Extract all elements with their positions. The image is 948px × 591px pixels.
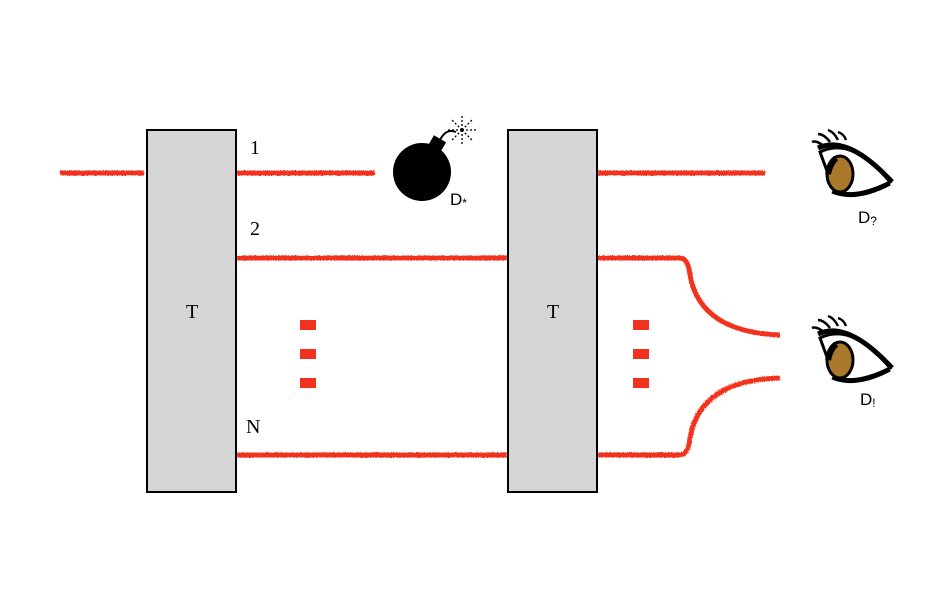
ellipsis-dot [633,349,649,359]
eye-bottom-detector-label: D! [860,390,876,410]
eye-icon [811,128,894,198]
box-right-label: T [547,301,560,323]
eye-icon [811,314,894,384]
bomb-detector-label: D* [450,190,467,210]
ellipsis-dot [633,378,649,388]
transform-box-right: T [507,129,598,493]
ellipsis-dot [633,320,649,330]
output-beam-lower-funnel [598,375,781,458]
transform-box-left: T [146,129,237,493]
ellipsis-dot [300,378,316,388]
eye-top-detector-label: D? [858,208,877,228]
ellipsis-dot [300,349,316,359]
ellipsis-dot [300,320,316,330]
port-label-1: 1 [250,137,260,159]
output-beam-upper-funnel [598,255,781,338]
port-label-2: 2 [250,218,260,240]
bomb-icon [393,116,476,201]
box-left-label: T [186,301,199,323]
port-label-n: N [246,416,261,438]
